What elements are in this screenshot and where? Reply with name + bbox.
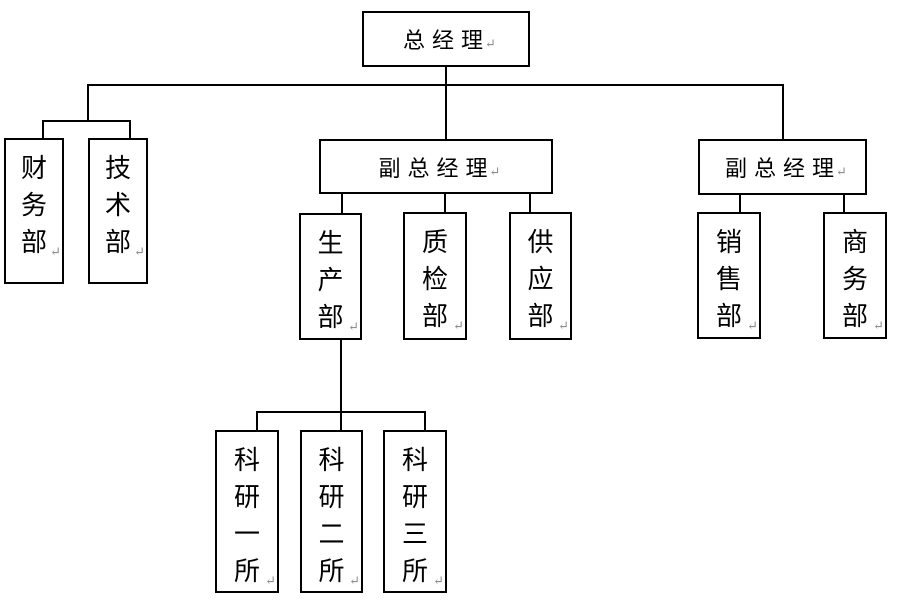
node-label-char: 研 bbox=[318, 483, 345, 512]
node-label-char: 产 bbox=[317, 266, 344, 295]
node-label-char: 科 bbox=[318, 446, 345, 475]
connector-bottom-bracket bbox=[257, 411, 426, 413]
paragraph-mark: ↵ bbox=[873, 318, 884, 333]
org-node-deputy-gm-2: 副总经理↵ bbox=[698, 139, 867, 195]
org-node-tech-dept: 技术部↵ bbox=[88, 138, 148, 284]
connector-stub-commerce bbox=[843, 193, 845, 213]
node-label-char: 术 bbox=[104, 191, 131, 220]
node-label: 副总经理 bbox=[725, 156, 842, 181]
node-label-char: 财 bbox=[20, 154, 47, 183]
paragraph-mark: ↵ bbox=[348, 319, 359, 334]
org-node-sales-dept: 销售部↵ bbox=[697, 212, 761, 339]
paragraph-mark: ↵ bbox=[489, 163, 501, 179]
connector-stub-finance bbox=[42, 120, 44, 140]
node-label-char: 二 bbox=[318, 520, 345, 549]
node-label-char: 所↵ bbox=[233, 557, 276, 588]
connector-production-drop bbox=[340, 338, 342, 431]
connector-right-drop bbox=[782, 84, 784, 140]
org-node-research-institute-3: 科研三所↵ bbox=[383, 430, 447, 593]
node-label-char: 科 bbox=[233, 446, 260, 475]
node-label-char: 所↵ bbox=[401, 557, 444, 588]
node-label-char: 销 bbox=[715, 228, 742, 257]
node-label-char: 商 bbox=[841, 228, 868, 257]
org-node-commerce-dept: 商务部↵ bbox=[823, 212, 887, 339]
node-label-char: 部↵ bbox=[527, 302, 569, 333]
node-label-char: 研 bbox=[401, 483, 428, 512]
node-label-char: 三 bbox=[401, 520, 428, 549]
node-label-char: 部↵ bbox=[841, 302, 884, 333]
paragraph-mark: ↵ bbox=[50, 244, 61, 259]
paragraph-mark: ↵ bbox=[349, 573, 360, 588]
node-label-char: 务 bbox=[841, 265, 868, 294]
connector-gm-drop bbox=[445, 67, 447, 86]
paragraph-mark: ↵ bbox=[265, 573, 276, 588]
org-node-finance-dept: 财务部↵ bbox=[4, 138, 64, 284]
paragraph-mark: ↵ bbox=[134, 244, 145, 259]
node-label: 副总经理 bbox=[378, 155, 495, 181]
node-label-char: 务 bbox=[20, 191, 47, 220]
connector-left-bracket bbox=[43, 120, 131, 122]
node-label-char: 部↵ bbox=[20, 228, 61, 259]
org-node-quality-dept: 质检部↵ bbox=[403, 212, 467, 340]
node-label-char: 质 bbox=[421, 228, 448, 257]
node-label-char: 部↵ bbox=[317, 303, 359, 334]
org-node-deputy-gm-1: 副总经理↵ bbox=[319, 139, 553, 194]
connector-stub-sales bbox=[739, 193, 741, 213]
node-label: 总经理 bbox=[403, 28, 491, 53]
node-label-char: 部↵ bbox=[715, 302, 758, 333]
connector-left-drop bbox=[87, 84, 89, 122]
connector-stub-supply bbox=[529, 192, 531, 213]
node-label-char: 部↵ bbox=[104, 228, 145, 259]
node-label-char: 生 bbox=[317, 229, 344, 258]
connector-mid-drop bbox=[445, 84, 447, 140]
node-label-char: 检 bbox=[421, 265, 448, 294]
org-node-supply-dept: 供应部↵ bbox=[509, 212, 572, 340]
org-node-general-manager: 总经理↵ bbox=[362, 11, 530, 67]
org-node-research-institute-1: 科研一所↵ bbox=[215, 430, 279, 593]
connector-stub-tech bbox=[129, 120, 131, 140]
node-label-char: 技 bbox=[104, 154, 131, 183]
node-label-char: 部↵ bbox=[421, 302, 464, 333]
paragraph-mark: ↵ bbox=[558, 318, 569, 333]
org-node-research-institute-2: 科研二所↵ bbox=[300, 430, 363, 593]
paragraph-mark: ↵ bbox=[836, 164, 847, 179]
paragraph-mark: ↵ bbox=[485, 36, 496, 51]
paragraph-mark: ↵ bbox=[433, 573, 444, 588]
connector-stub-production bbox=[341, 192, 343, 214]
connector-stub-institute3 bbox=[424, 411, 426, 431]
node-label-char: 研 bbox=[233, 483, 260, 512]
paragraph-mark: ↵ bbox=[747, 318, 758, 333]
node-label-char: 供 bbox=[527, 228, 554, 257]
node-label-char: 科 bbox=[401, 446, 428, 475]
node-label-char: 一 bbox=[233, 520, 260, 549]
connector-stub-institute1 bbox=[256, 411, 258, 431]
node-label-char: 所↵ bbox=[318, 557, 360, 588]
org-node-production-dept: 生产部↵ bbox=[299, 213, 362, 340]
connector-stub-quality bbox=[444, 192, 446, 213]
node-label-char: 应 bbox=[527, 265, 554, 294]
paragraph-mark: ↵ bbox=[453, 318, 464, 333]
connector-main-horizontal bbox=[88, 84, 784, 86]
node-label-char: 售 bbox=[715, 265, 742, 294]
